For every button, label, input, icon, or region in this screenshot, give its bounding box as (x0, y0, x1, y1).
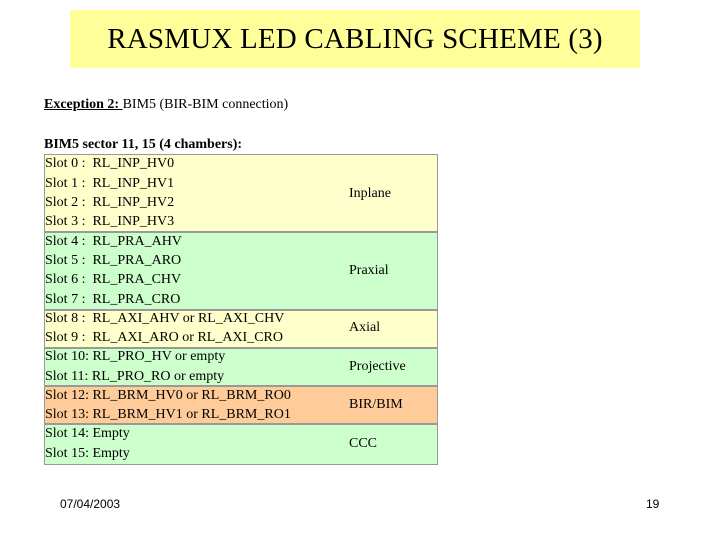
exception-text: BIM5 (BIR-BIM connection) (122, 97, 289, 112)
group-label-axial: Axial (349, 320, 381, 335)
slot-line-5: Slot 5 : RL_PRA_ARO (45, 253, 182, 268)
exception-heading: Exception 2: BIM5 (BIR-BIM connection) (44, 97, 288, 113)
slot-line-14: Slot 14: Empty (45, 426, 130, 441)
slot-line-12: Slot 12: RL_BRM_HV0 or RL_BRM_RO0 (45, 388, 291, 403)
slot-line-4: Slot 4 : RL_PRA_AHV (45, 234, 182, 249)
exception-label: Exception 2: (44, 97, 120, 112)
slot-line-15: Slot 15: Empty (45, 446, 130, 461)
slot-line-6: Slot 6 : RL_PRA_CHV (45, 272, 182, 287)
page-number: 19 (646, 497, 660, 511)
sector-heading: BIM5 sector 11, 15 (4 chambers): (44, 137, 243, 152)
slide-title: RASMUX LED CABLING SCHEME (3) (70, 10, 640, 68)
slot-line-8: Slot 8 : RL_AXI_AHV or RL_AXI_CHV (45, 311, 285, 326)
slot-line-2: Slot 2 : RL_INP_HV2 (45, 195, 175, 210)
slot-line-1: Slot 1 : RL_INP_HV1 (45, 176, 175, 191)
slot-line-7: Slot 7 : RL_PRA_CRO (45, 292, 181, 307)
slide-title-text: RASMUX LED CABLING SCHEME (3) (107, 22, 603, 55)
band-inplane (44, 154, 438, 232)
footer-date: 07/04/2003 (60, 497, 121, 511)
group-label-projective: Projective (349, 359, 406, 374)
group-label-praxial: Praxial (349, 263, 389, 278)
group-label-inplane: Inplane (349, 186, 391, 201)
slot-line-9: Slot 9 : RL_AXI_ARO or RL_AXI_CRO (45, 330, 284, 345)
slot-line-13: Slot 13: RL_BRM_HV1 or RL_BRM_RO1 (45, 407, 291, 422)
group-label-ccc: CCC (349, 436, 378, 451)
band-projective (44, 348, 438, 386)
slot-line-10: Slot 10: RL_PRO_HV or empty (45, 349, 226, 364)
band-ccc (44, 424, 438, 465)
group-label-bir-bim: BIR/BIM (349, 397, 403, 412)
slot-line-11: Slot 11: RL_PRO_RO or empty (45, 369, 225, 384)
slot-line-3: Slot 3 : RL_INP_HV3 (45, 214, 175, 229)
band-axial (44, 310, 438, 348)
band-praxial (44, 232, 438, 310)
band-bir-bim (44, 386, 438, 424)
slot-line-0: Slot 0 : RL_INP_HV0 (45, 156, 175, 171)
